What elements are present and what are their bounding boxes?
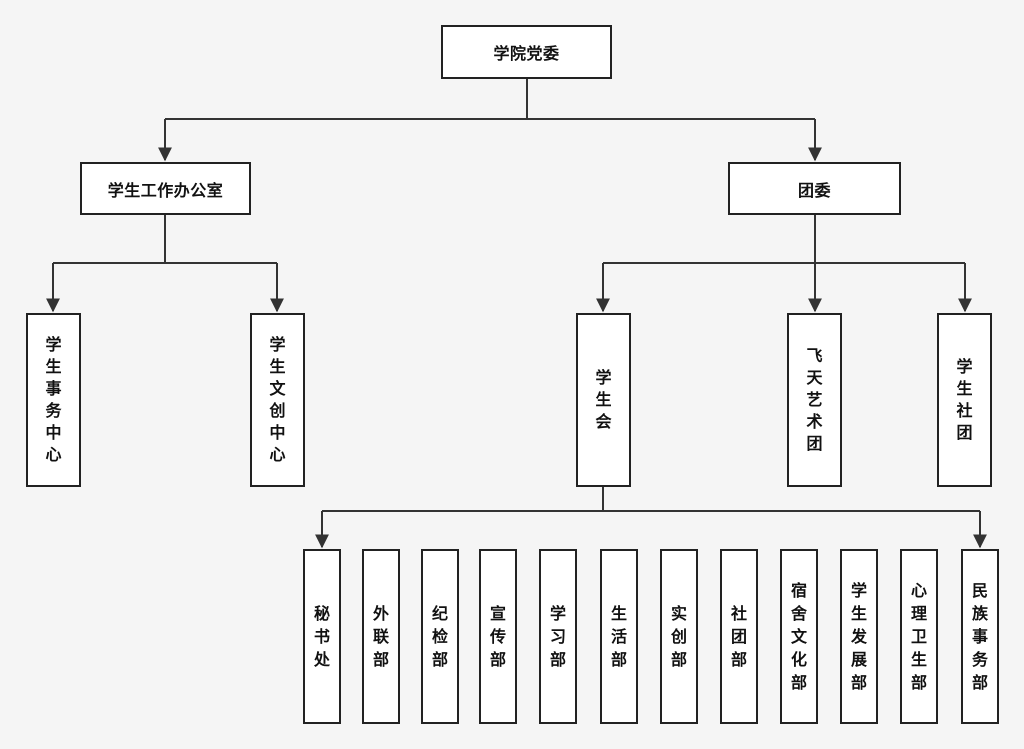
node-office-label: 学生工作办公室 (107, 180, 224, 200)
node-art-troupe: 飞天艺术团 (787, 313, 842, 487)
node-culture-center-label: 学生文创中心 (269, 335, 286, 464)
node-root: 学院党委 (441, 25, 612, 79)
node-department: 宿舍文化部 (780, 549, 818, 724)
department-label: 外联部 (372, 604, 389, 669)
node-student-union-label: 学生会 (595, 368, 612, 431)
node-department: 宣传部 (479, 549, 517, 724)
node-root-label: 学院党委 (493, 44, 560, 63)
department-label: 宿舍文化部 (790, 581, 807, 692)
node-affairs-center-label: 学生事务中心 (45, 335, 62, 464)
node-department: 学习部 (539, 549, 577, 724)
node-student-clubs-label: 学生社团 (956, 357, 973, 442)
department-label: 学生发展部 (850, 581, 867, 692)
node-department: 心理卫生部 (900, 549, 938, 724)
department-label: 秘书处 (313, 604, 330, 669)
node-department: 民族事务部 (961, 549, 999, 724)
department-label: 心理卫生部 (910, 581, 927, 692)
node-department: 社团部 (720, 549, 758, 724)
node-art-troupe-label: 飞天艺术团 (806, 346, 823, 453)
node-culture-center: 学生文创中心 (250, 313, 305, 487)
node-affairs-center: 学生事务中心 (26, 313, 81, 487)
node-department: 实创部 (660, 549, 698, 724)
department-label: 民族事务部 (971, 581, 988, 692)
department-label: 学习部 (549, 604, 566, 669)
node-office: 学生工作办公室 (80, 162, 251, 215)
node-department: 纪检部 (421, 549, 459, 724)
department-label: 实创部 (670, 604, 687, 669)
node-department: 秘书处 (303, 549, 341, 724)
node-student-union: 学生会 (576, 313, 631, 487)
node-youth-league-label: 团委 (797, 180, 831, 200)
department-label: 生活部 (610, 604, 627, 669)
department-label: 纪检部 (431, 604, 448, 669)
node-department: 外联部 (362, 549, 400, 724)
department-label: 宣传部 (489, 604, 506, 669)
node-student-clubs: 学生社团 (937, 313, 992, 487)
node-youth-league: 团委 (728, 162, 901, 215)
department-label: 社团部 (730, 604, 747, 669)
node-department: 学生发展部 (840, 549, 878, 724)
node-department: 生活部 (600, 549, 638, 724)
